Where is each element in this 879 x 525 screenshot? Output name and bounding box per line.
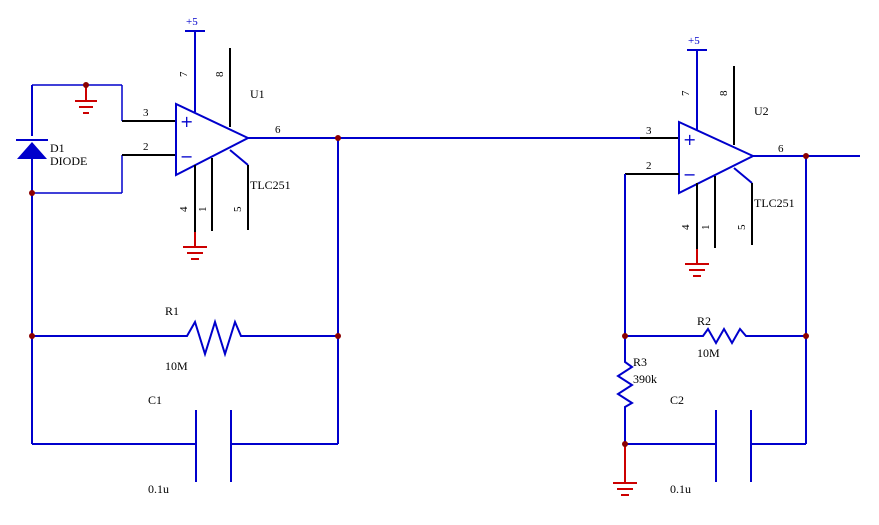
u1-pin4: 4 <box>178 206 190 212</box>
r3-ref: R3 <box>633 355 647 369</box>
u1-pin1: 1 <box>197 207 209 213</box>
d1-value: DIODE <box>50 154 87 168</box>
junction-dot <box>335 135 341 141</box>
u1-minus-sign: − <box>180 147 193 166</box>
u1-pin6: 6 <box>275 124 281 136</box>
u2-minus-sign: − <box>683 165 696 184</box>
u2-pin1: 1 <box>700 225 712 231</box>
u1-part: TLC251 <box>250 178 291 192</box>
r2-value: 10M <box>697 346 720 360</box>
u2-pin7: 7 <box>680 90 692 96</box>
u1-input-wires <box>32 84 176 194</box>
u1-ref: U1 <box>250 87 265 101</box>
junction-dot <box>803 153 809 159</box>
u2-plus-sign: + <box>683 130 696 149</box>
u1-plus-sign: + <box>180 112 193 131</box>
diode-d1: D1 DIODE <box>16 85 87 193</box>
r3-value: 390k <box>633 372 657 386</box>
junction-dot <box>803 333 809 339</box>
junction-dot <box>29 333 35 339</box>
r1-ref: R1 <box>165 304 179 318</box>
junction-dot <box>622 333 628 339</box>
ground-symbol-2 <box>183 232 207 260</box>
ground-symbol-1 <box>75 85 97 114</box>
u1-pin2: 2 <box>143 141 149 153</box>
u2-pin8: 8 <box>718 90 730 96</box>
junction-dot <box>622 441 628 447</box>
u1-pin3: 3 <box>143 107 149 119</box>
u2-pin6: 6 <box>778 143 784 155</box>
c2-value: 0.1u <box>670 482 691 496</box>
u1-pin8: 8 <box>214 71 226 77</box>
c1-ref: C1 <box>148 393 162 407</box>
u2-pin5: 5 <box>736 224 748 230</box>
u2-vcc-label: +5 <box>688 35 700 47</box>
u2-ref: U2 <box>754 104 769 118</box>
u1-pin7: 7 <box>178 71 190 77</box>
junction-dot <box>29 190 35 196</box>
u1-vcc-label: +5 <box>186 16 198 28</box>
u1-pin5: 5 <box>232 206 244 212</box>
u2-part: TLC251 <box>754 196 795 210</box>
u2-pin3: 3 <box>646 125 652 137</box>
d1-ref: D1 <box>50 141 65 155</box>
stage2-feedback: R2 10M R3 390k C2 0.1u <box>616 156 807 496</box>
c1-value: 0.1u <box>148 482 169 496</box>
r2-ref: R2 <box>697 314 711 328</box>
junctions <box>29 82 809 447</box>
u2-pin2: 2 <box>646 160 652 172</box>
ground-symbol-4 <box>613 444 637 496</box>
r1-value: 10M <box>165 359 188 373</box>
ground-symbol-3 <box>685 249 709 277</box>
stage1-feedback: R1 10M C1 0.1u <box>31 138 339 496</box>
u2-pin4: 4 <box>680 224 692 230</box>
junction-dot <box>83 82 89 88</box>
junction-dot <box>335 333 341 339</box>
opamp-u2: + − +5 U2 TLC251 3 2 6 7 8 4 1 5 <box>625 35 860 249</box>
opamp-u1: + − +5 U1 TLC251 3 2 6 7 8 4 1 5 <box>143 16 338 232</box>
c2-ref: C2 <box>670 393 684 407</box>
